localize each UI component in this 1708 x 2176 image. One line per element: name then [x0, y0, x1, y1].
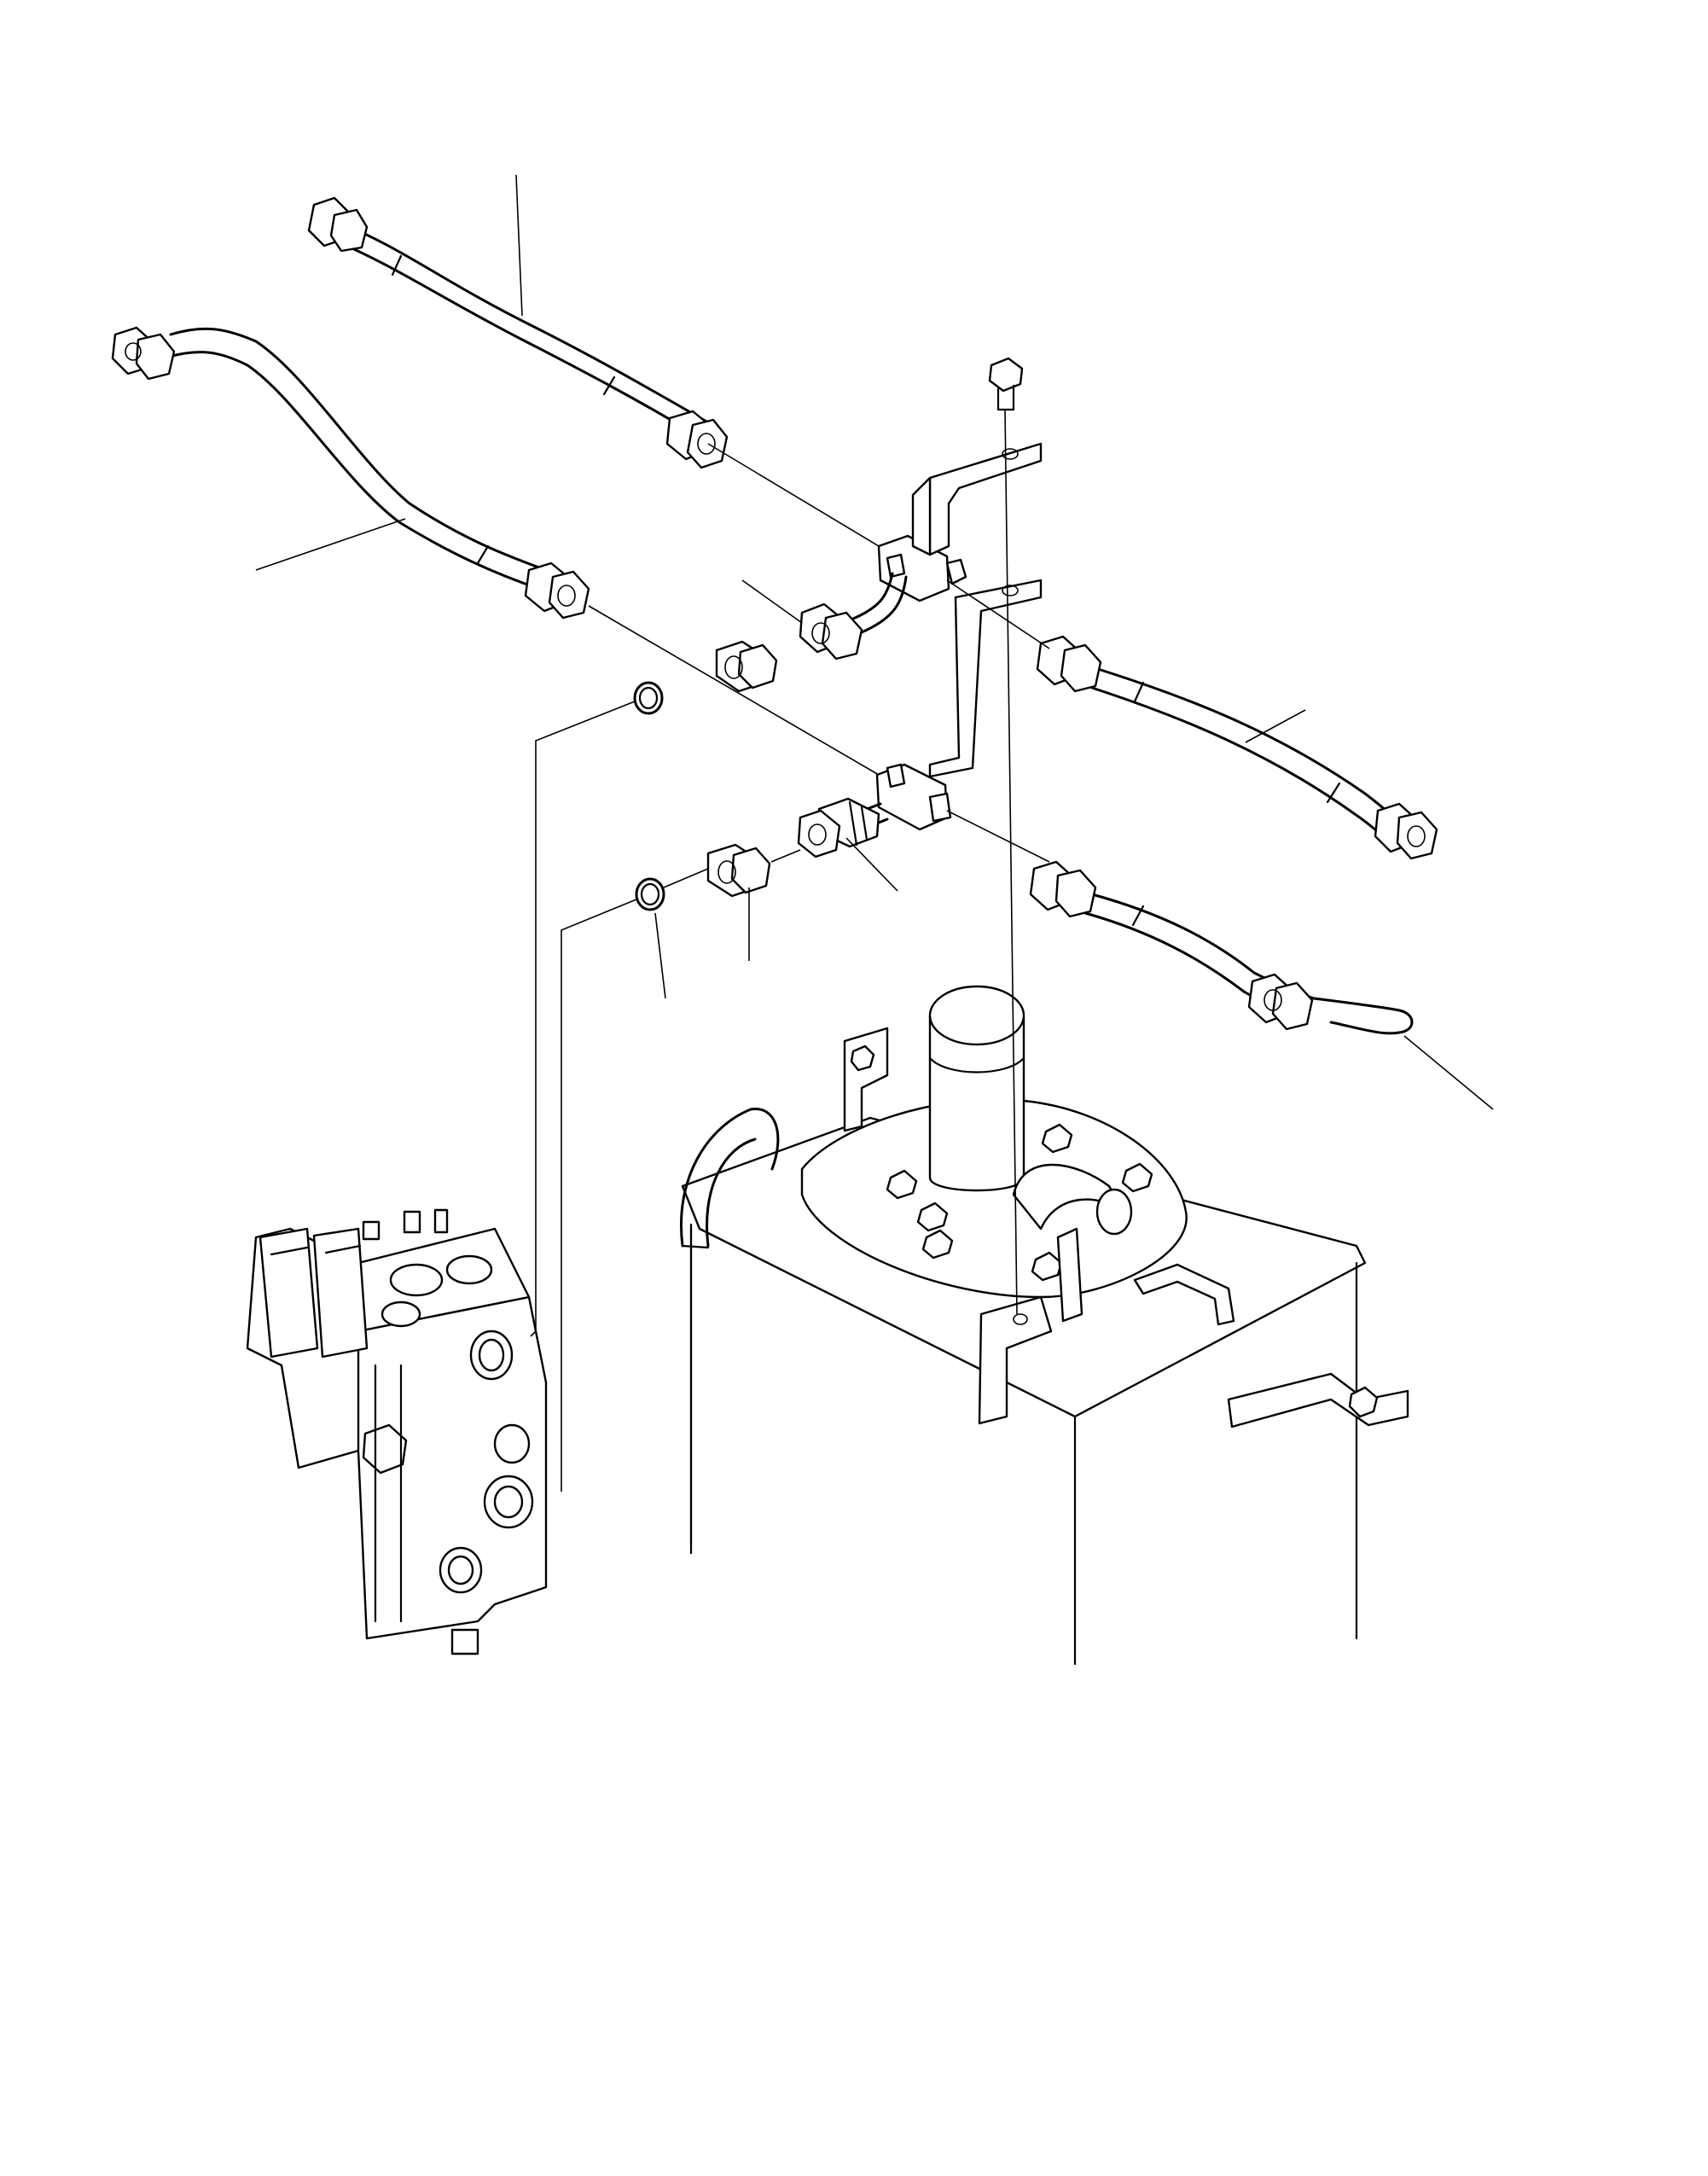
hex-nut-icon	[1374, 802, 1438, 860]
elbow-fitting	[799, 602, 863, 660]
hose-right-lower	[1029, 860, 1414, 1035]
tee-fitting-upper	[839, 534, 967, 640]
adapter-lower	[706, 843, 771, 898]
leader-lines	[255, 174, 1494, 1545]
adapter-upper	[715, 640, 778, 693]
hex-nut-icon	[307, 196, 369, 253]
hex-nut-icon	[524, 561, 590, 620]
hex-nut-icon	[1036, 635, 1102, 693]
o-ring-upper	[633, 681, 664, 715]
hose-right-middle	[1036, 635, 1438, 860]
hose-upper	[307, 196, 729, 469]
bracket	[911, 442, 1043, 778]
control-valve	[246, 1208, 548, 1655]
hex-nut-icon	[111, 326, 176, 381]
hex-nut-icon	[1029, 860, 1097, 918]
hex-nut-icon	[665, 410, 729, 469]
clamp	[1227, 1372, 1409, 1428]
bolt	[988, 357, 1024, 411]
o-ring-lower	[635, 877, 665, 911]
hex-nut-icon	[1247, 973, 1314, 1031]
connector	[797, 797, 880, 858]
hose-left-curved	[111, 326, 590, 620]
hydraulic-tank	[680, 985, 1367, 1666]
